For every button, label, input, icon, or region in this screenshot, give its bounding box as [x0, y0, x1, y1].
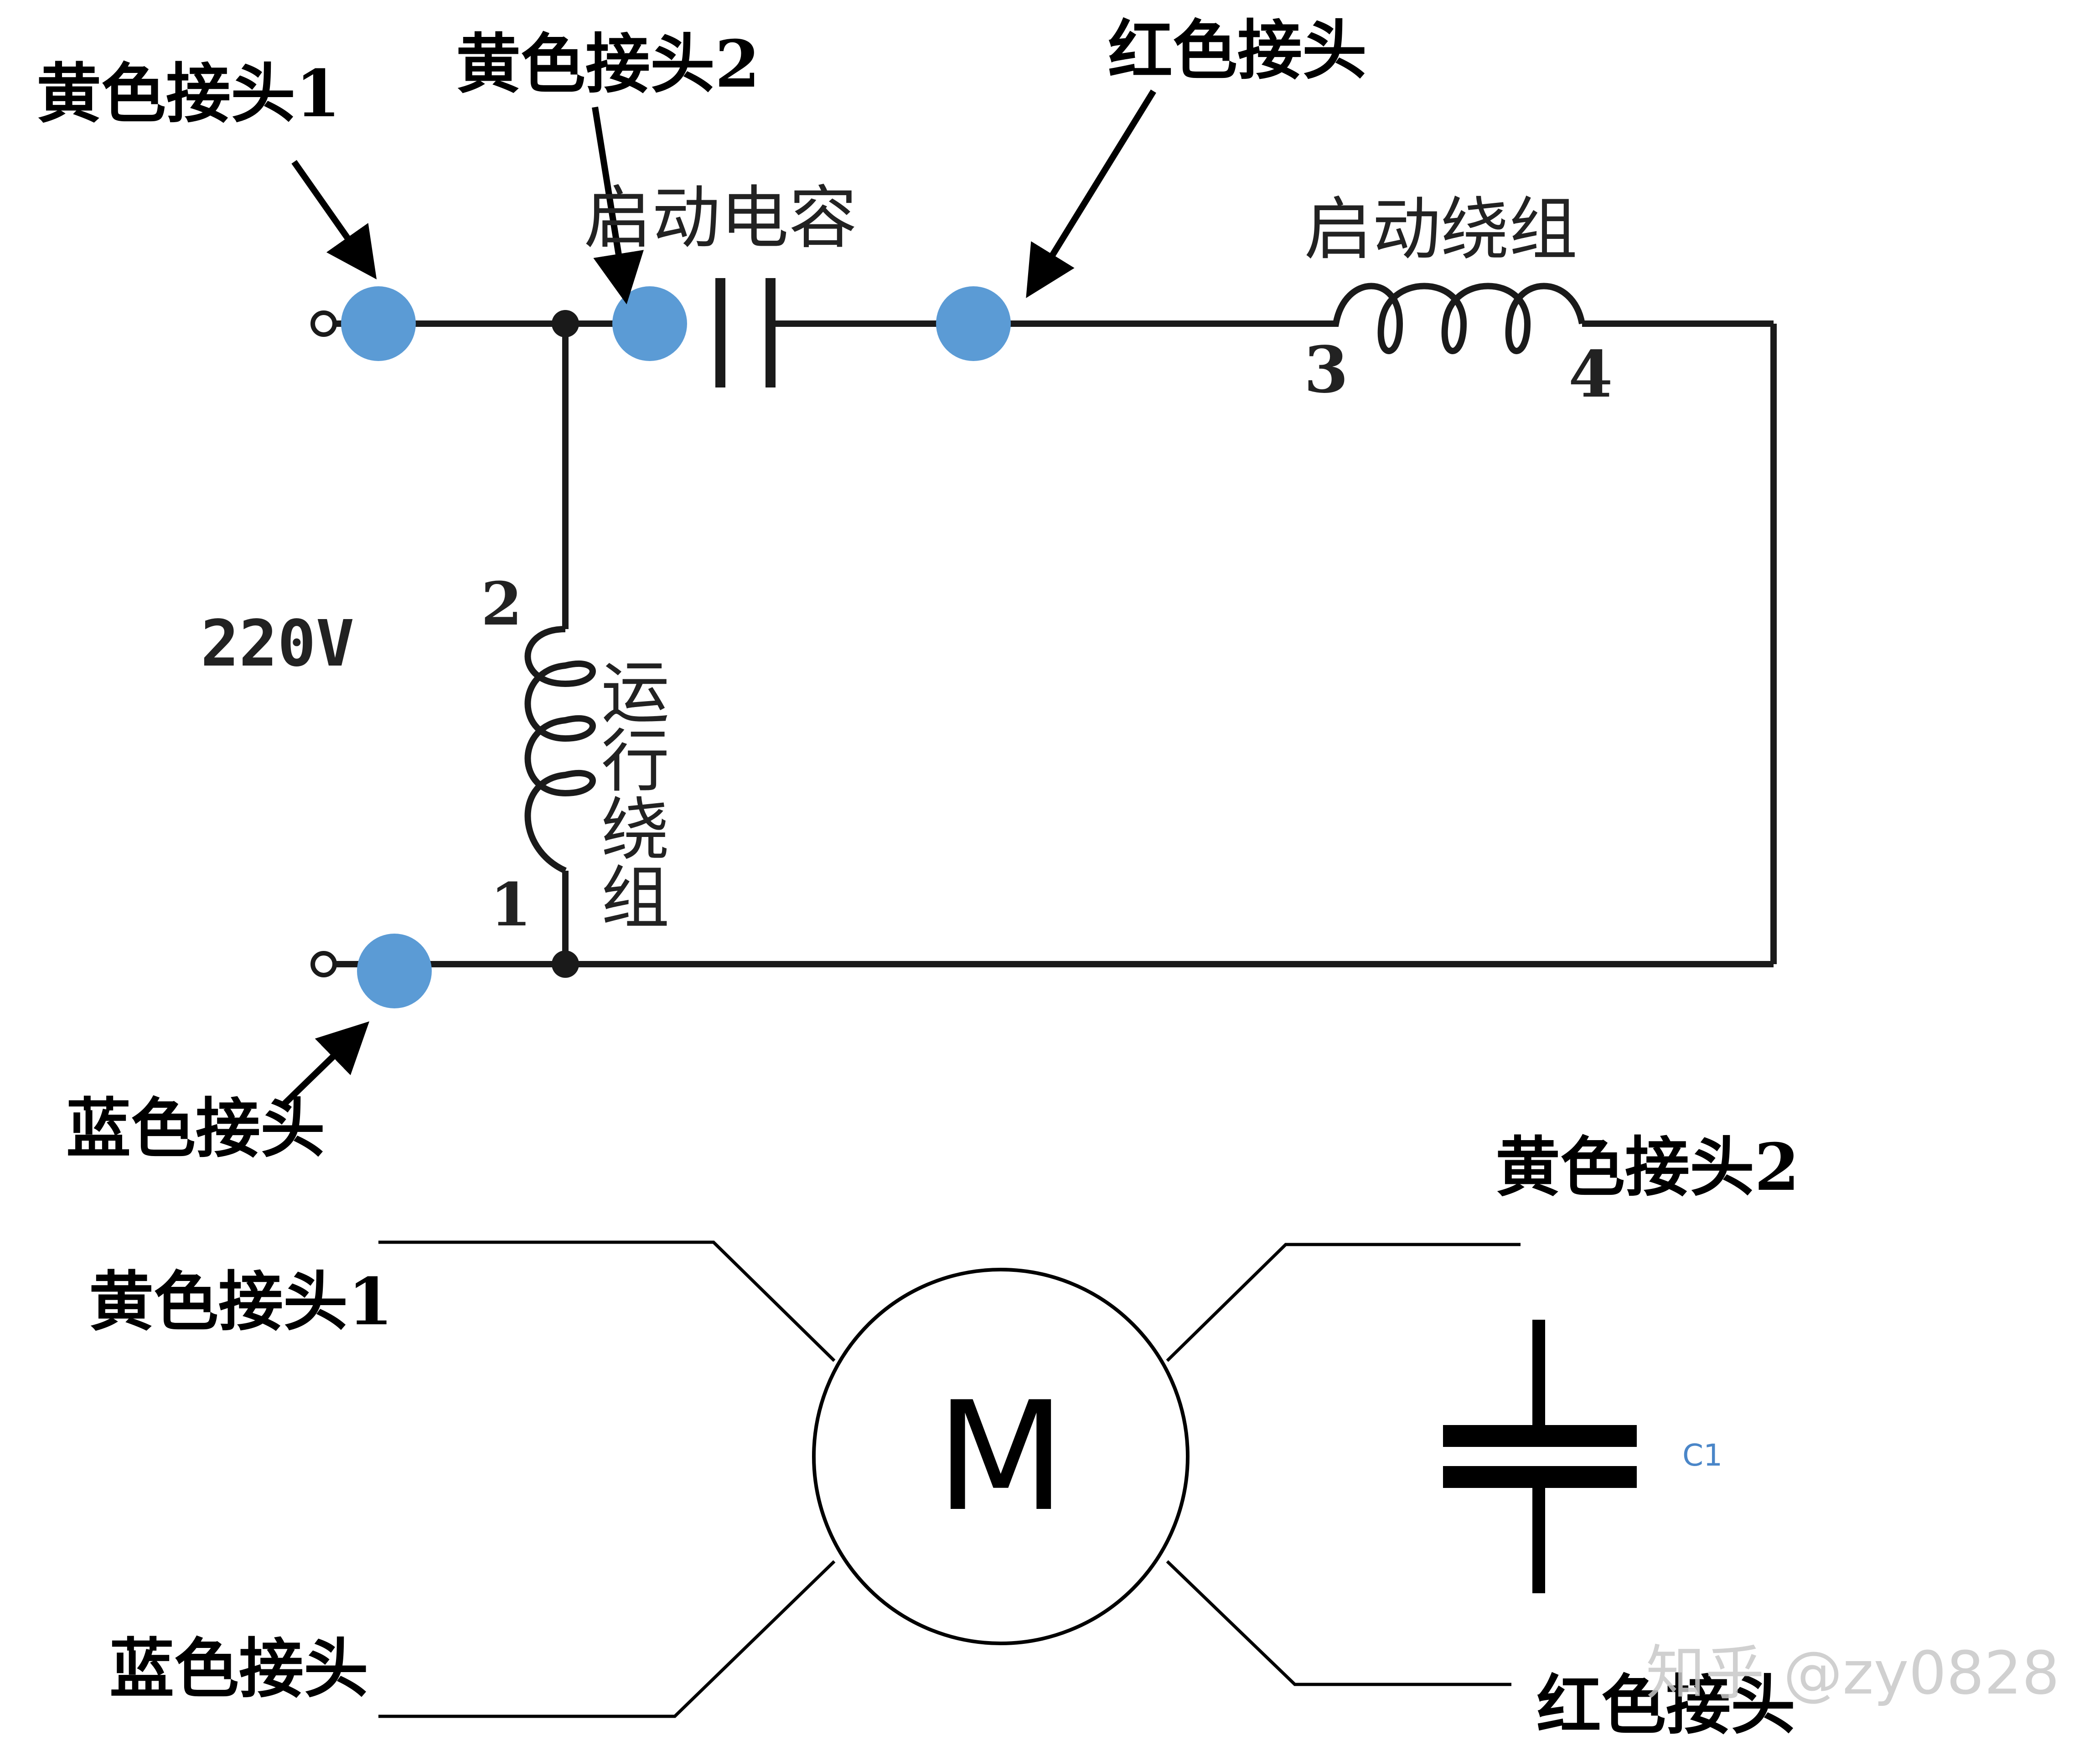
motor-diagram	[378, 1240, 1521, 1718]
label-yellow2: 黄色接头2	[456, 26, 760, 102]
arrow-yellow2	[592, 106, 644, 305]
lead-blue	[378, 1560, 836, 1718]
watermark: 知乎 @zy0828	[1646, 1638, 2059, 1708]
c1-label: C1	[1682, 1438, 1722, 1473]
capacitor-c1	[1443, 1320, 1637, 1593]
motor-label-yellow2: 黄色接头2	[1495, 1130, 1800, 1205]
terminal-2: 2	[481, 569, 522, 639]
open-terminal-bottom	[310, 951, 337, 977]
terminal-1: 1	[490, 870, 531, 940]
arrow-blue	[280, 1021, 370, 1108]
motor-label-red: 红色接头	[1536, 1668, 1795, 1743]
motor-circle	[812, 1268, 1190, 1645]
start-winding-coil	[1313, 283, 1585, 354]
open-terminal-top	[310, 310, 337, 337]
pointer-arrows	[280, 89, 1156, 1108]
label-yellow1: 黄色接头1	[36, 56, 341, 132]
motor-symbol: M	[936, 1369, 1066, 1544]
junction-dot-bottom	[552, 950, 579, 978]
label-voltage: 220V	[201, 607, 354, 681]
red-connector-dot	[936, 286, 1011, 361]
label-blue: 蓝色接头	[66, 1091, 325, 1167]
lead-yellow1	[378, 1240, 836, 1362]
blue-connector-dot	[357, 934, 432, 1008]
lead-red	[1166, 1560, 1511, 1686]
motor-label-yellow1: 黄色接头1	[89, 1264, 393, 1340]
label-run-winding: 运行绕组	[590, 656, 669, 930]
arrow-yellow1	[291, 160, 377, 279]
label-red: 红色接头	[1108, 13, 1367, 88]
arrow-red	[1026, 89, 1156, 298]
yellow2-connector-dot	[612, 286, 687, 361]
terminal-3: 3	[1304, 333, 1348, 408]
junction-dot-top	[552, 310, 579, 337]
lead-yellow2	[1166, 1243, 1521, 1362]
run-winding-coil	[524, 626, 596, 874]
label-start-winding: 启动绕组	[1304, 190, 1578, 269]
circuit-schematic	[328, 278, 1777, 967]
terminal-4: 4	[1568, 337, 1613, 412]
motor-label-blue: 蓝色接头	[109, 1631, 368, 1707]
yellow1-connector-dot	[341, 286, 416, 361]
label-start-capacitor: 启动电容	[584, 179, 857, 258]
